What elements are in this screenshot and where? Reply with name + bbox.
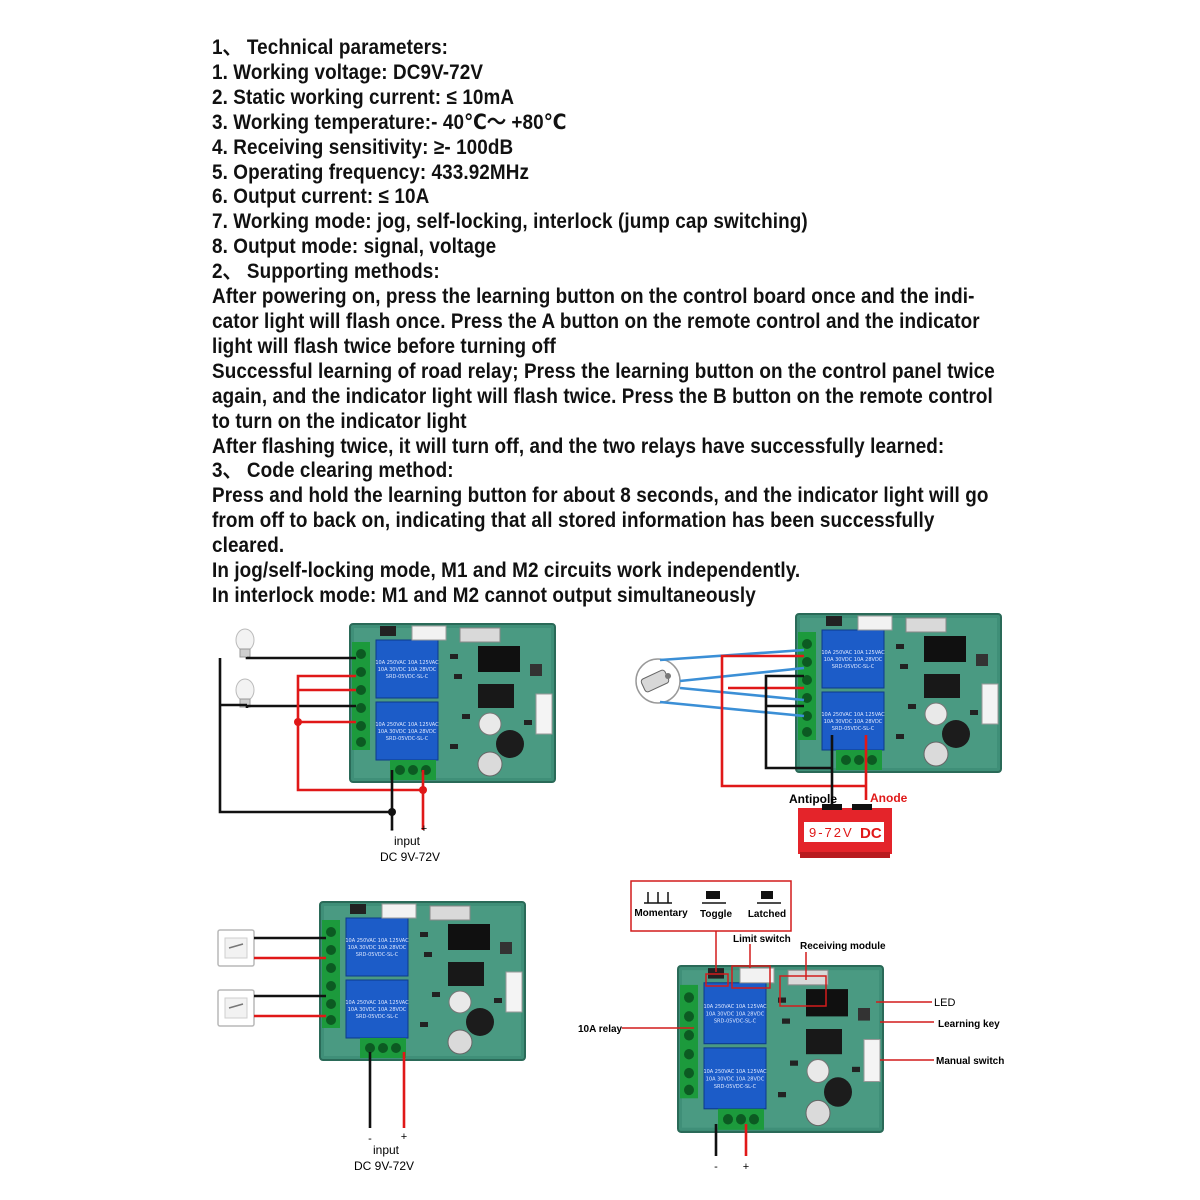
spec-line: Press and hold the learning button for a… [212,484,989,508]
spec-line: In jog/self-locking mode, M1 and M2 circ… [212,559,801,583]
spec-line: cleared. [212,534,285,558]
minus-label: - [390,824,394,836]
spec-text: 1、 Technical parameters:1. Working volta… [212,36,1012,609]
spec-line: 7. Working mode: jog, self-locking, inte… [212,210,808,234]
spec-line: 1. Working voltage: DC9V-72V [212,60,484,84]
minus-label: - [714,1161,718,1173]
bulb-icon [235,678,255,708]
motor-icon [635,658,681,704]
battery-dc: DC [860,825,882,842]
mode-latched: Latched [748,909,786,920]
mode-momentary: Momentary [634,908,688,919]
mode-toggle: Toggle [700,909,732,920]
antipole-label: Antipole [789,792,837,806]
switch-icon [217,989,255,1027]
voltage-label: DC 9V-72V [354,1159,414,1173]
minus-label: - [368,1133,372,1145]
relay-label: 10A relay [578,1024,623,1035]
plus-label: + [743,1161,749,1173]
spec-line: cator light will flash once. Press the A… [212,309,980,333]
spec-line: from off to back on, indicating that all… [212,509,935,533]
battery-voltage: 9-72V [809,825,854,840]
spec-line: 1、 Technical parameters: [212,36,449,59]
bulb-icon [235,628,255,658]
spec-line: 4. Receiving sensitivity: ≥- 100dB [212,135,514,159]
spec-line: 2. Static working current: ≤ 10mA [212,85,515,109]
plus-label: + [421,823,427,835]
spec-line: In interlock mode: M1 and M2 cannot outp… [212,583,756,607]
diagram-3: - + input DC 9V-72V [217,901,526,1173]
input-label: input [373,1143,400,1157]
spec-line: light will flash twice before turning of… [212,334,556,358]
plus-label: + [401,1131,407,1143]
diagram-4: Momentary Toggle Latched Limit switch Re… [578,880,1004,1173]
spec-line: 8. Output mode: signal, voltage [212,235,497,259]
spec-line: to turn on the indicator light [212,409,467,433]
input-label: input [394,834,421,848]
switch-icon [217,929,255,967]
momentary-icon [644,892,672,904]
spec-line: 5. Operating frequency: 433.92MHz [212,160,530,184]
spec-line: 3. Working temperature:- 40℃～ +80℃ [212,110,567,134]
diagram-2: 9-72V DC Antipole Anode [635,613,1002,858]
receiving-module-label: Receiving module [800,941,886,952]
diagram-1: - + input DC 9V-72V [218,623,556,864]
spec-line: After powering on, press the learning bu… [212,285,975,309]
limit-switch-label: Limit switch [733,934,791,945]
spec-line: 6. Output current: ≤ 10A [212,185,430,209]
latched-icon [757,891,781,904]
spec-line: again, and the indicator light will flas… [212,384,993,408]
learning-key-label: Learning key [938,1019,1000,1030]
spec-line: 3、 Code clearing method: [212,459,454,483]
manual-switch-label: Manual switch [936,1056,1004,1067]
voltage-label: DC 9V-72V [380,850,440,864]
toggle-icon [702,891,726,904]
spec-line: After flashing twice, it will turn off, … [212,434,945,458]
mode-box [630,880,792,932]
spec-line: 2、 Supporting methods: [212,260,440,284]
anode-label: Anode [870,791,908,805]
led-label: LED [934,997,955,1009]
spec-line: Successful learning of road relay; Press… [212,359,995,383]
